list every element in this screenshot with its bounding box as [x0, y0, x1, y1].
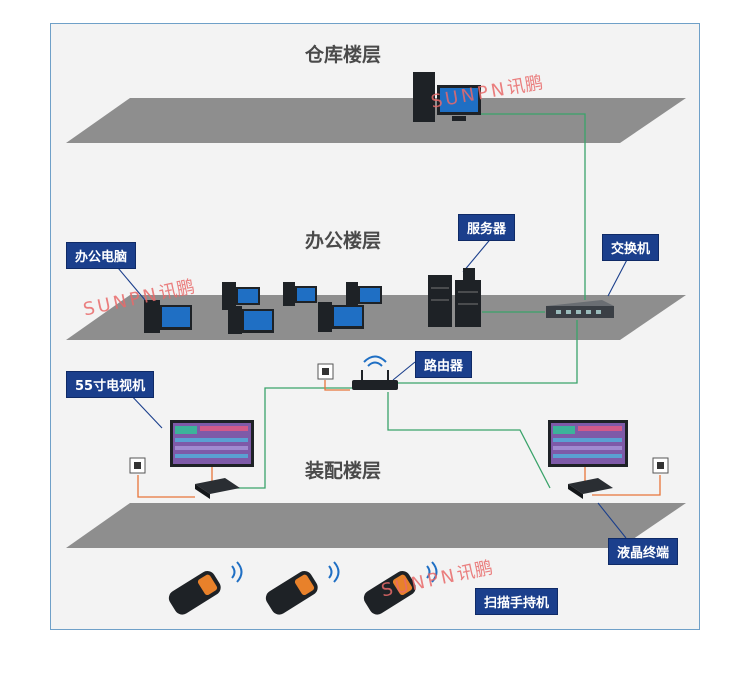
- handheld-scanner-icon: [363, 561, 438, 615]
- office-pc-icon: [283, 282, 317, 306]
- av-line-left-panel: [137, 475, 195, 498]
- router-icon: [352, 355, 398, 390]
- callout-tv: 55寸电视机: [66, 371, 155, 398]
- floor-title-warehouse: 仓库楼层: [305, 44, 382, 66]
- office-pc-icon: [222, 282, 260, 310]
- leader-switch: [607, 253, 631, 297]
- office-pc-icon: [144, 300, 192, 333]
- leader-server: [462, 235, 494, 273]
- wall-panel-icon: [652, 457, 669, 474]
- link-router-right: [387, 392, 551, 489]
- link-router-left: [220, 387, 352, 489]
- link-switch-router: [396, 320, 578, 384]
- callout-office-pc: 办公电脑: [66, 242, 137, 269]
- media-player-box-icon: [195, 478, 240, 499]
- warehouse-pc-icon: [413, 72, 481, 122]
- leader-lcd-terminal: [597, 502, 627, 539]
- handheld-scanner-icon: [168, 561, 243, 615]
- office-pc-icon: [228, 306, 274, 334]
- assembly-floor-plate: [66, 503, 686, 548]
- callout-switch: 交换机: [602, 234, 660, 261]
- wall-panel-icon: [317, 363, 334, 380]
- server-icon: [428, 268, 481, 327]
- warehouse-floor-plate: [66, 98, 686, 143]
- av-line-router-panel: [324, 380, 350, 391]
- callout-router: 路由器: [415, 351, 473, 378]
- handheld-scanner-icon: [265, 561, 340, 615]
- callout-scanner: 扫描手持机: [475, 588, 559, 615]
- tv-screen-icon: [548, 420, 628, 467]
- av-line-right-panel: [592, 475, 661, 496]
- wall-panel-icon: [129, 457, 146, 474]
- office-pc-icon: [346, 282, 382, 306]
- floor-title-assembly: 装配楼层: [305, 460, 382, 482]
- link-warehouse-switch: [478, 113, 586, 300]
- media-player-box-icon: [568, 478, 613, 499]
- office-pc-icon: [318, 302, 364, 332]
- tv-screen-icon: [170, 420, 254, 467]
- callout-lcd-terminal: 液晶终端: [608, 538, 679, 565]
- leader-tv: [127, 391, 163, 429]
- switch-icon: [546, 300, 614, 318]
- office-floor-plate: [66, 295, 686, 340]
- leader-router: [392, 361, 416, 381]
- floor-title-office: 办公楼层: [305, 230, 382, 252]
- callout-server: 服务器: [458, 214, 516, 241]
